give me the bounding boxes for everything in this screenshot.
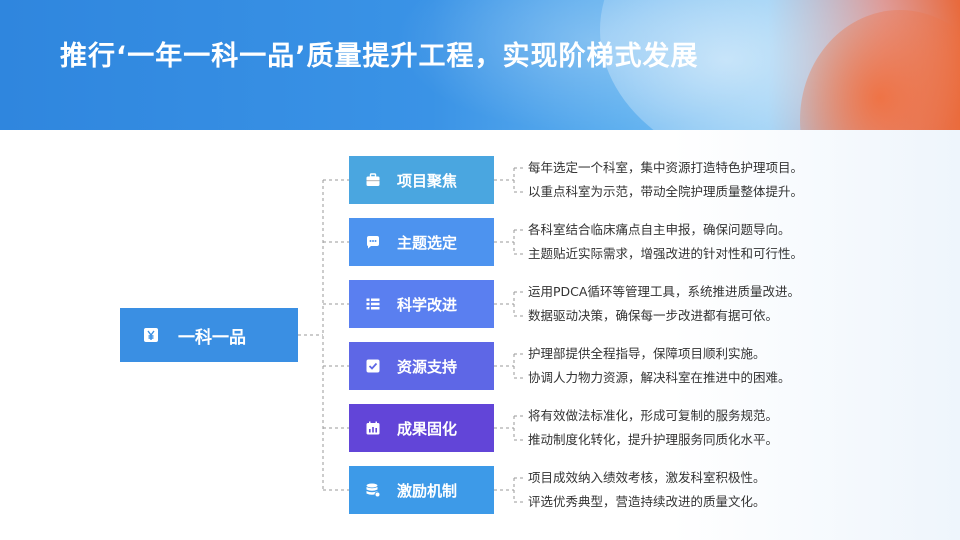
description-text: 各科室结合临床痛点自主申报，确保问题导向。 [528,222,791,237]
branch-label: 激励机制 [397,481,458,500]
page-title: 推行‘一年一科一品’质量提升工程，实现阶梯式发展 [60,41,699,72]
description-text: 每年选定一个科室，集中资源打造特色护理项目。 [528,160,804,175]
yen-tag-icon [144,328,158,342]
calendar-chart-icon [366,421,380,435]
description-text: 主题贴近实际需求，增强改进的针对性和可行性。 [528,246,804,261]
list-icon [366,298,380,310]
description-text: 协调人力物力资源，解决科室在推进中的困难。 [528,370,791,385]
chat-bubble-icon [367,236,379,249]
branch-node-topic-selection: 主题选定 [349,218,494,266]
description-text: 评选优秀典型，营造持续改进的质量文化。 [528,494,766,509]
branch-label: 项目聚焦 [397,171,458,190]
checkbox-icon [366,359,380,373]
branch-node-scientific-improvement: 科学改进 [349,280,494,328]
root-label: 一科一品 [178,327,246,348]
branch-node-incentive-mechanism: 激励机制 [349,466,494,514]
database-icon [366,483,381,498]
branch-label: 资源支持 [397,357,458,376]
description-text: 将有效做法标准化，形成可复制的服务规范。 [528,408,779,423]
branch-label: 成果固化 [397,419,458,438]
description-text: 运用PDCA循环等管理工具，系统推进质量改进。 [528,284,800,299]
briefcase-icon [366,173,380,186]
branch-node-resource-support: 资源支持 [349,342,494,390]
description-text: 数据驱动决策，确保每一步改进都有据可依。 [528,308,779,323]
description-text: 以重点科室为示范，带动全院护理质量整体提升。 [528,184,804,199]
description-text: 项目成效纳入绩效考核，激发科室积极性。 [528,470,766,485]
description-text: 护理部提供全程指导，保障项目顺利实施。 [528,346,766,361]
branch-label: 科学改进 [397,295,458,314]
root-node: 一科一品 [120,308,298,362]
branch-node-project-focus: 项目聚焦 [349,156,494,204]
header-banner: 推行‘一年一科一品’质量提升工程，实现阶梯式发展 [0,0,960,130]
branch-node-result-consolidation: 成果固化 [349,404,494,452]
branch-label: 主题选定 [397,233,458,252]
description-text: 推动制度化转化，提升护理服务同质化水平。 [528,432,779,447]
